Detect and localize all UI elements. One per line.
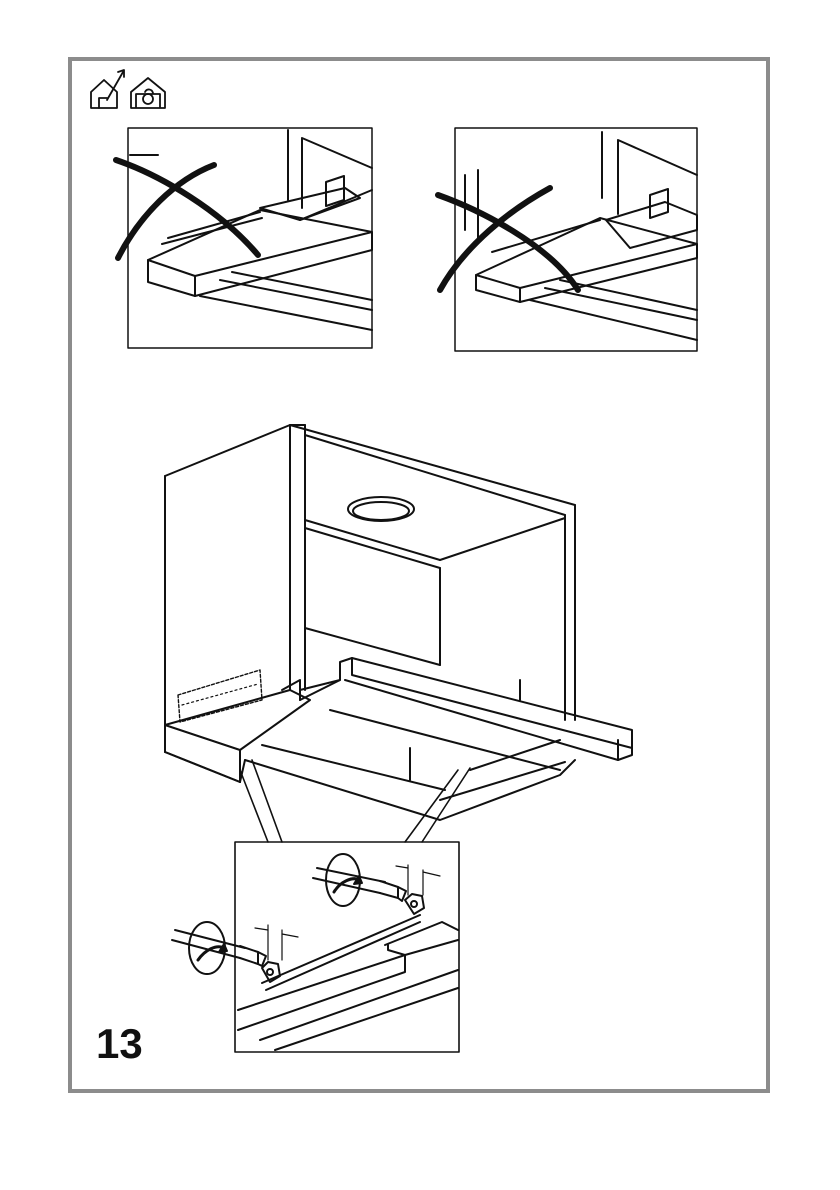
detail-callout-lines (240, 760, 470, 842)
home-with-recycle-icon (131, 78, 165, 108)
incorrect-mounting-panel-left (116, 128, 372, 348)
screwdriver-left (172, 922, 266, 974)
home-with-arrow-icon (91, 70, 124, 108)
incorrect-mounting-panel-right (438, 128, 697, 351)
cabinet-with-hood-illustration (165, 425, 632, 820)
screwdriver-right (313, 854, 406, 906)
step-number: 13 (96, 1020, 143, 1068)
